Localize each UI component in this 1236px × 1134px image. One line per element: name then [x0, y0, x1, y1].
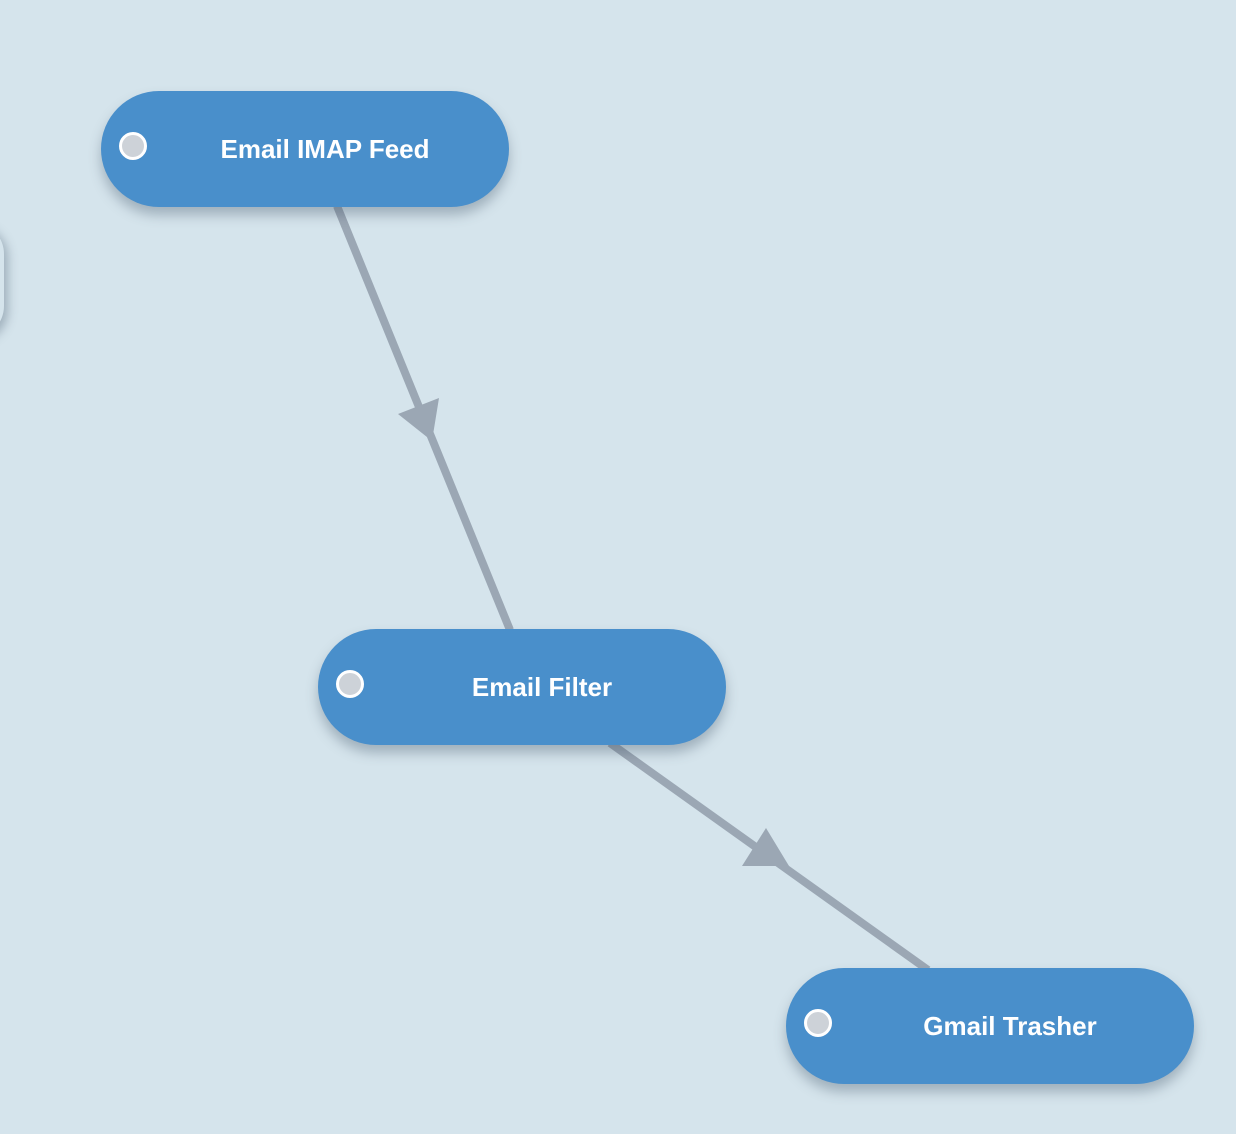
- node-port[interactable]: [336, 670, 364, 698]
- node-label: Email Filter: [471, 672, 613, 702]
- node-email-imap-feed[interactable]: Email IMAP Feed: [101, 91, 509, 207]
- edge-imap-to-filter[interactable]: [333, 204, 514, 632]
- edge-arrowhead: [398, 398, 439, 441]
- node-label: Gmail Trasher: [923, 1011, 1097, 1041]
- node-gmail-trasher[interactable]: Gmail Trasher: [786, 968, 1194, 1084]
- offscreen-node-edge[interactable]: [0, 222, 4, 338]
- node-label: Email IMAP Feed: [220, 134, 430, 164]
- node-port[interactable]: [804, 1009, 832, 1037]
- edge-arrowhead: [742, 828, 789, 866]
- node-email-filter[interactable]: Email Filter: [318, 629, 726, 745]
- node-port[interactable]: [119, 132, 147, 160]
- edge-filter-to-trasher[interactable]: [607, 739, 931, 974]
